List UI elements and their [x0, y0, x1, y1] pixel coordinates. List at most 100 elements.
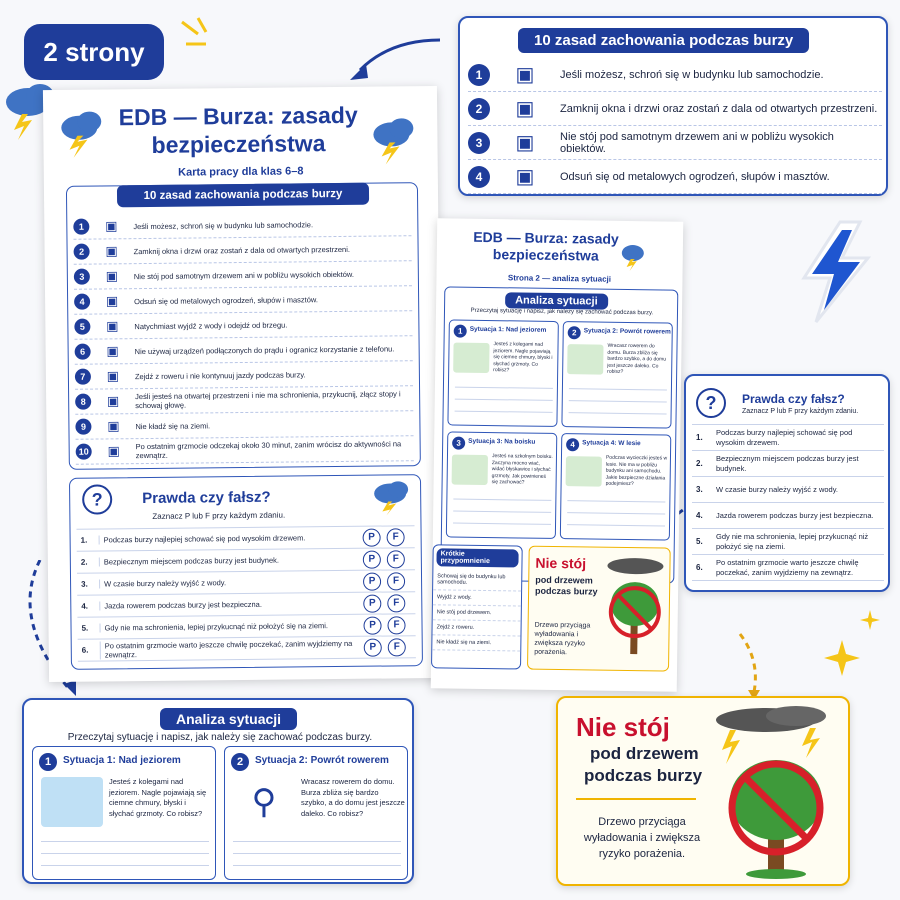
true-option[interactable]: P	[362, 550, 381, 569]
tf-text: Jazda rowerem podczas burzy jest bezpiec…	[716, 510, 874, 520]
true-option[interactable]: P	[362, 572, 382, 591]
water-icon: ▣	[106, 318, 119, 334]
false-option[interactable]: F	[387, 593, 406, 613]
true-option[interactable]: P	[363, 594, 382, 613]
rule-row: 1▣Jeśli możesz, schroń się w budynku lub…	[73, 211, 412, 240]
no-tree-icon	[716, 706, 826, 879]
sparkle-lines-icon	[181, 17, 208, 46]
question-icon: ?	[696, 388, 726, 418]
reminder-item: Wyjdź z wody.	[432, 590, 522, 607]
zoom-rule-row: 1▣Jeśli możesz, schroń się w budynku lub…	[468, 58, 882, 92]
page-title: EDB — Burza: zasady bezpieczeństwa	[473, 228, 619, 264]
rule-number: 1	[73, 218, 90, 235]
fence-pylon-icon: ▣	[105, 293, 119, 309]
storm-cloud-icon	[621, 245, 644, 271]
rule-row: 6▣Nie używaj urządzeń podłączonych do pr…	[74, 336, 413, 365]
situation-title: Sytuacja 2: Powrót rowerem	[255, 755, 389, 766]
rule-number: 8	[75, 393, 92, 410]
zoom-rule-row: 2▣Zamknij okna i drzwi oraz zostań z dal…	[468, 92, 882, 126]
zoom-tf-row: 5.Gdy nie ma schronienia, lepiej przykuc…	[692, 529, 884, 555]
rule-text: Nie stój pod samotnym drzewem ani w pobl…	[133, 269, 355, 281]
tf-number: 5.	[81, 623, 89, 633]
rule-text: Nie stój pod samotnym drzewem ani w pobl…	[560, 130, 834, 155]
poster-subtitle-1: pod drzewem	[590, 744, 699, 763]
rule-number: 10	[75, 443, 92, 460]
reminder-header: Krótkie przypomnienie	[436, 548, 519, 568]
situation-title: Sytuacja 3: Na boisku	[468, 437, 536, 446]
answer-line	[568, 388, 667, 391]
rule-text: Jeśli możesz, schroń się w budynku lub s…	[560, 68, 824, 81]
reminder-item: Zejdź z roweru.	[432, 620, 521, 637]
situation-number: 4	[566, 438, 580, 452]
dashed-arrow-icon	[738, 633, 760, 700]
true-option[interactable]: P	[363, 616, 382, 635]
zoom-analysis-panel: Analiza sytuacji Przeczytaj sytuację i n…	[22, 698, 414, 884]
rule-number: 4	[468, 165, 490, 188]
answer-line	[233, 865, 401, 866]
reminder-box: Krótkie przypomnienie Schowaj się do bud…	[431, 544, 523, 670]
situation-text: Podczas wycieczki jesteś w lesie. Nie ma…	[605, 454, 668, 488]
rule-row: 2▣Zamknij okna i drzwi oraz zostań z dal…	[73, 236, 412, 265]
poster-title: Nie stój	[576, 712, 670, 742]
rule-number: 9	[75, 418, 92, 435]
tf-text: W czasie burzy należy wyjść z wody.	[716, 484, 838, 494]
false-option[interactable]: F	[387, 615, 406, 634]
zoom-tf-row: 6.Po ostatnim grzmocie warto jeszcze chw…	[692, 555, 884, 581]
rule-row: 10▣Po ostatnim grzmocie odczekaj około 3…	[75, 436, 414, 465]
worksheet-page-1: EDB — Burza: zasady bezpieczeństwa Karta…	[42, 85, 444, 683]
tf-row: 6.Po ostatnim grzmocie warto jeszcze chw…	[77, 636, 416, 662]
rule-number: 3	[468, 131, 490, 154]
zoom-rule-row: 4▣Odsuń się od metalowych ogrodzeń, słup…	[468, 160, 882, 194]
no-tree-icon	[607, 558, 664, 655]
zoom-analysis-header: Analiza sytuacji	[160, 708, 298, 730]
zoom-tf-list: 1.Podczas burzy najlepiej schować się po…	[692, 424, 884, 581]
rule-number: 3	[73, 268, 90, 285]
rule-text: Zamknij okna i drzwi oraz zostań z dala …	[560, 102, 878, 115]
poster-text: Drzewo przyciąga wyładowania i zwiększa …	[534, 621, 591, 657]
situation-number: 1	[453, 324, 467, 338]
tf-list: 1.Podczas burzy najlepiej schować się po…	[76, 525, 416, 662]
reminder-list: Schowaj się do budynku lub samochodu.Wyj…	[432, 569, 522, 652]
answer-line	[568, 400, 667, 403]
tf-header: Prawda czy fałsz?	[142, 488, 271, 508]
tf-number: 2.	[80, 557, 88, 567]
poster-mini: Nie stój pod drzewem podczas burzy Drzew…	[527, 545, 671, 672]
answer-line	[454, 410, 553, 413]
answer-line	[453, 510, 552, 513]
zoom-poster-panel: Nie stój pod drzewem podczas burzy Drzew…	[556, 696, 850, 886]
zoom-tf-row: 1.Podczas burzy najlepiej schować się po…	[692, 425, 884, 451]
pages-badge: 2 strony	[24, 24, 164, 80]
poster-subtitle-2: podczas burzy	[584, 766, 703, 785]
tf-number: 3.	[696, 485, 703, 494]
situation-illustration	[565, 456, 602, 487]
true-option[interactable]: P	[362, 528, 381, 547]
storm-cloud-icon	[374, 481, 409, 516]
rule-text: Odsuń się od metalowych ogrodzeń, słupów…	[560, 170, 830, 183]
rule-number: 5	[74, 318, 91, 335]
false-option[interactable]: F	[386, 527, 405, 547]
rule-text: Zamknij okna i drzwi oraz zostań z dala …	[133, 244, 350, 256]
tf-text: Po ostatnim grzmocie warto jeszcze chwil…	[99, 638, 358, 660]
lightning-sticker-icon	[801, 220, 872, 323]
rule-text: Odsuń się od metalowych ogrodzeń, słupów…	[134, 294, 319, 306]
zoom-rules-panel: 10 zasad zachowania podczas burzy 1▣Jeśl…	[458, 16, 888, 196]
arrow-curve-icon	[350, 38, 441, 80]
false-option[interactable]: F	[386, 571, 406, 591]
false-option[interactable]: F	[386, 549, 405, 569]
tf-number: 5.	[696, 537, 703, 546]
rules-header: 10 zasad zachowania podczas burzy	[116, 182, 370, 208]
zoom-rules-header: 10 zasad zachowania podczas burzy	[518, 28, 810, 53]
tf-text: W czasie burzy należy wyjść z wody.	[99, 576, 358, 589]
tf-text: Bezpiecznym miejscem podczas burzy jest …	[98, 554, 357, 567]
answer-line	[233, 841, 401, 842]
situation-illustration	[453, 342, 490, 374]
rule-text: Po ostatnim grzmocie odczekaj około 30 m…	[135, 439, 402, 461]
rule-number: 2	[468, 97, 490, 120]
rule-number: 4	[74, 293, 91, 310]
page-subtitle: Karta pracy dla klas 6–8	[178, 165, 304, 179]
bicycle-icon: ⚲	[233, 777, 295, 827]
false-option[interactable]: F	[387, 637, 406, 656]
true-option[interactable]: P	[363, 638, 382, 657]
